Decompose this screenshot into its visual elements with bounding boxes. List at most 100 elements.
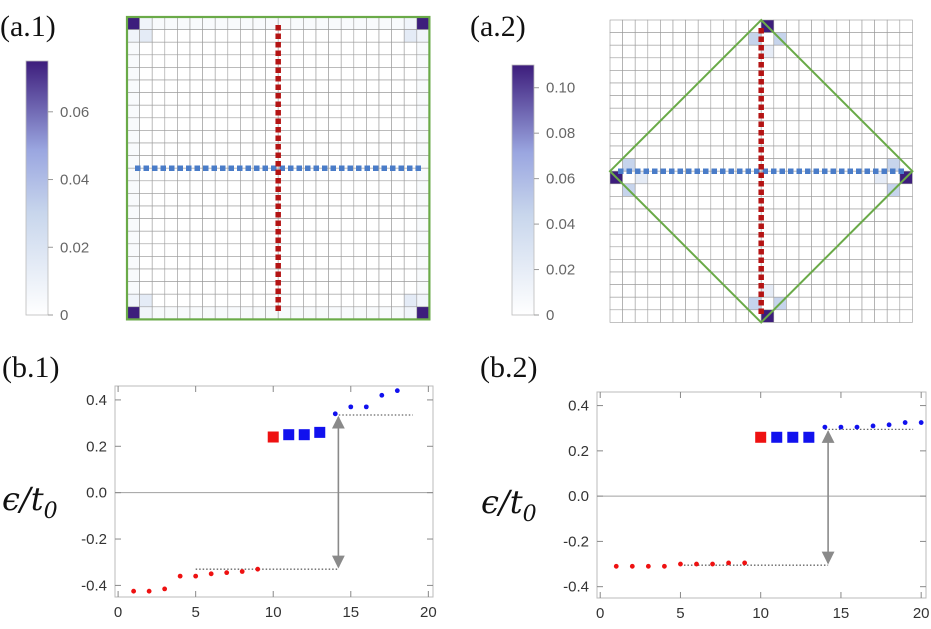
- heat-cell: [202, 230, 216, 245]
- heat-cell: [634, 57, 649, 71]
- x-tick-label: 5: [191, 604, 199, 621]
- heat-cell: [202, 306, 216, 320]
- heat-cell: [697, 57, 712, 71]
- heat-cell: [823, 208, 838, 222]
- heat-cell: [315, 117, 329, 131]
- heat-cell: [811, 208, 825, 222]
- colorbar-gradient: [511, 64, 535, 316]
- heat-cell: [403, 29, 418, 43]
- heat-cell: [647, 259, 661, 273]
- heat-cell: [773, 259, 787, 273]
- heat-cell: [861, 19, 875, 33]
- heat-cell: [697, 233, 712, 248]
- heat-cell: [634, 271, 649, 285]
- heat-cell: [290, 29, 304, 43]
- heat-cell: [849, 259, 863, 273]
- heat-cell: [823, 57, 838, 71]
- heat-cell: [899, 32, 913, 46]
- bulk-state-dot-blue: [886, 422, 892, 428]
- heat-cell: [773, 82, 787, 96]
- heat-cell: [811, 196, 825, 210]
- heat-cell: [328, 79, 342, 93]
- heat-cell: [416, 256, 430, 270]
- heat-cell: [811, 145, 825, 159]
- heat-cell: [315, 268, 329, 282]
- y-tick-label: -0.2: [81, 531, 107, 548]
- heat-cell: [151, 293, 166, 308]
- heat-cell: [849, 284, 863, 298]
- heat-cell: [315, 130, 329, 144]
- heat-cell: [786, 233, 800, 248]
- heat-cell: [366, 130, 380, 144]
- heat-cell: [685, 70, 699, 84]
- heat-cell: [823, 233, 838, 248]
- y-axis-label: ϵ/t0: [2, 480, 58, 524]
- heat-cell: [416, 130, 430, 144]
- heat-cell: [340, 193, 355, 207]
- heat-cell: [798, 107, 812, 122]
- heat-cell: [290, 193, 304, 207]
- heat-cell: [328, 130, 342, 144]
- heat-cell: [202, 54, 216, 68]
- heat-cell: [786, 145, 800, 159]
- heat-cell: [874, 57, 888, 71]
- heat-cell: [723, 296, 737, 311]
- heat-cell: [874, 70, 888, 84]
- heat-cell: [315, 79, 329, 93]
- heat-cell: [723, 19, 737, 33]
- heat-cell: [798, 296, 812, 311]
- heat-cell: [340, 104, 355, 119]
- heat-cell: [773, 246, 787, 260]
- heat-cell: [849, 271, 863, 285]
- heat-cell: [202, 104, 216, 119]
- colorbar-tick-label: 0.08: [546, 125, 575, 142]
- bulk-state-dot-red: [742, 560, 748, 566]
- heat-cell: [609, 133, 623, 147]
- heat-cell: [214, 243, 229, 257]
- heat-cell: [353, 281, 367, 295]
- heat-cell: [786, 82, 800, 96]
- heat-cell: [416, 293, 430, 308]
- bulk-state-dot-blue: [902, 420, 908, 425]
- heat-cell: [366, 230, 380, 245]
- heat-cell: [685, 208, 699, 222]
- heat-cell: [315, 243, 329, 257]
- heat-cell: [685, 95, 699, 109]
- heat-cell: [151, 16, 166, 30]
- heat-cell: [609, 82, 623, 96]
- heat-cell: [886, 70, 901, 84]
- heat-cell: [290, 230, 304, 245]
- heat-cell: [874, 221, 888, 235]
- heat-cell: [378, 268, 392, 282]
- heat-cell: [378, 16, 392, 30]
- y-tick-label: 0.4: [86, 392, 107, 409]
- heat-cell: [735, 107, 749, 122]
- heat-cell: [290, 92, 304, 106]
- heat-cell: [252, 29, 266, 43]
- heat-cell: [660, 246, 674, 260]
- heat-cell: [899, 107, 913, 122]
- heat-cell: [353, 230, 367, 245]
- bulk-state-dot-blue: [379, 392, 385, 398]
- heat-cell: [240, 41, 254, 56]
- heat-cell: [189, 79, 203, 93]
- heat-cell: [139, 293, 153, 308]
- heat-cell: [723, 246, 737, 260]
- heat-cell: [151, 180, 166, 194]
- heat-cell: [849, 296, 863, 311]
- y-tick-label: 0.0: [86, 485, 107, 502]
- heat-cell: [177, 243, 191, 257]
- heat-cell: [202, 79, 216, 93]
- heat-cell: [227, 142, 241, 156]
- heat-cell: [836, 271, 850, 285]
- heat-cell: [836, 145, 850, 159]
- heat-cell: [660, 120, 674, 134]
- heat-cell: [899, 57, 913, 71]
- heat-cell: [811, 296, 825, 311]
- panel-label-b2: (b.2): [480, 351, 537, 384]
- heat-cell: [328, 180, 342, 194]
- heat-cell: [660, 296, 674, 311]
- heat-cell: [315, 293, 329, 308]
- heat-cell: [252, 193, 266, 207]
